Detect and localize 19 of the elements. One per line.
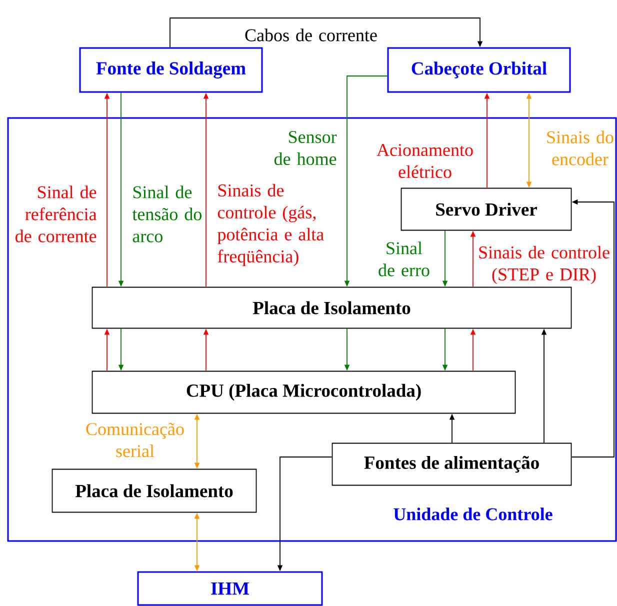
edge-label: Sinais de controle (gás, potência e alta freqüência) — [218, 184, 324, 266]
edge-label: Sinal de erro — [378, 242, 430, 276]
block-box: CPU (Placa Microcontrolada) — [92, 370, 516, 414]
edge-label: Sinal de tensão do arco — [132, 186, 202, 242]
block-box: Fonte de Soldagem — [79, 47, 263, 93]
block-box: Servo Driver — [400, 188, 572, 231]
block-box: Placa de Isolamento — [92, 286, 572, 329]
edge-label: Cabos de corrente — [245, 28, 377, 42]
block-box: Cabeçote Orbital — [387, 47, 571, 93]
edge-label: Sensor de home — [274, 130, 337, 166]
arrow — [170, 18, 483, 48]
block-box: Fontes de alimentação — [332, 442, 572, 486]
edge-label: Sinais de controle (STEP e DIR) — [479, 246, 610, 284]
block-box: IHM — [137, 571, 323, 606]
edge-label: Acionamento elétrico — [376, 144, 473, 178]
edge-label: Comunicação serial — [86, 422, 184, 458]
edge-label: Sinais do encoder — [547, 130, 614, 166]
block-box: Placa de Isolamento — [52, 468, 257, 513]
edge-label: Sinal de referência de corrente — [16, 186, 97, 242]
